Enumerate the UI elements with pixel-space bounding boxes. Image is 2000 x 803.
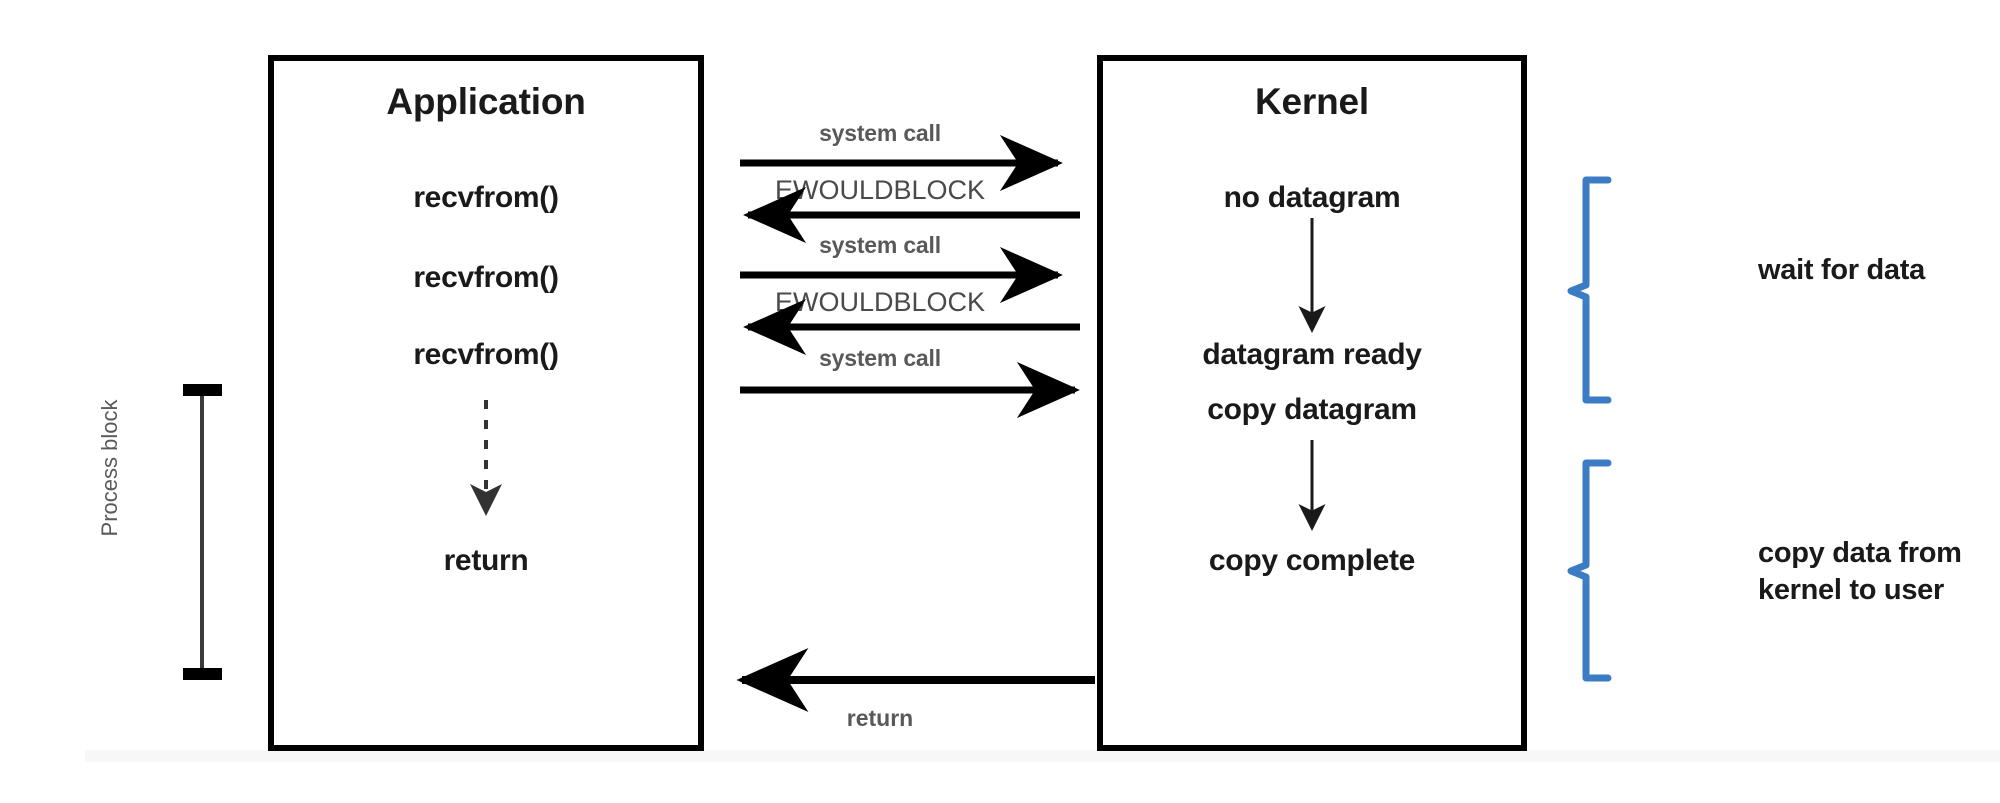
application-box: Application recvfrom() recvfrom() recvfr… xyxy=(268,55,704,751)
kernel-title: Kernel xyxy=(1255,81,1369,122)
application-recvfrom-3: recvfrom() xyxy=(413,338,559,371)
brace-wait-for-data xyxy=(1567,176,1612,404)
process-block-label: Process block xyxy=(97,399,122,537)
wait-for-data-label: wait for data xyxy=(1758,254,1925,286)
label-system-call-1: system call xyxy=(819,120,941,146)
application-recvfrom-2: recvfrom() xyxy=(413,261,559,294)
application-return: return xyxy=(443,544,529,577)
label-return-arrow: return xyxy=(846,705,914,731)
brace-copy-data xyxy=(1567,459,1612,682)
kernel-state-datagram-ready: datagram ready xyxy=(1202,338,1422,371)
kernel-state-copy-datagram: copy datagram xyxy=(1207,393,1417,426)
copy-data-label: copy data from kernel to user xyxy=(1758,537,1962,607)
kernel-state-no-datagram: no datagram xyxy=(1223,181,1401,214)
bottom-band xyxy=(85,750,2000,762)
process-block-bar xyxy=(183,384,222,680)
label-ewouldblock-2: EWOULDBLOCK xyxy=(774,287,986,317)
application-title: Application xyxy=(386,81,586,122)
label-system-call-3: system call xyxy=(819,345,941,371)
label-ewouldblock-1: EWOULDBLOCK xyxy=(774,175,986,205)
application-recvfrom-1: recvfrom() xyxy=(413,181,559,214)
kernel-state-copy-complete: copy complete xyxy=(1208,544,1416,577)
kernel-box: Kernel no datagram datagram ready copy d… xyxy=(1097,55,1527,751)
label-system-call-2: system call xyxy=(819,232,941,258)
